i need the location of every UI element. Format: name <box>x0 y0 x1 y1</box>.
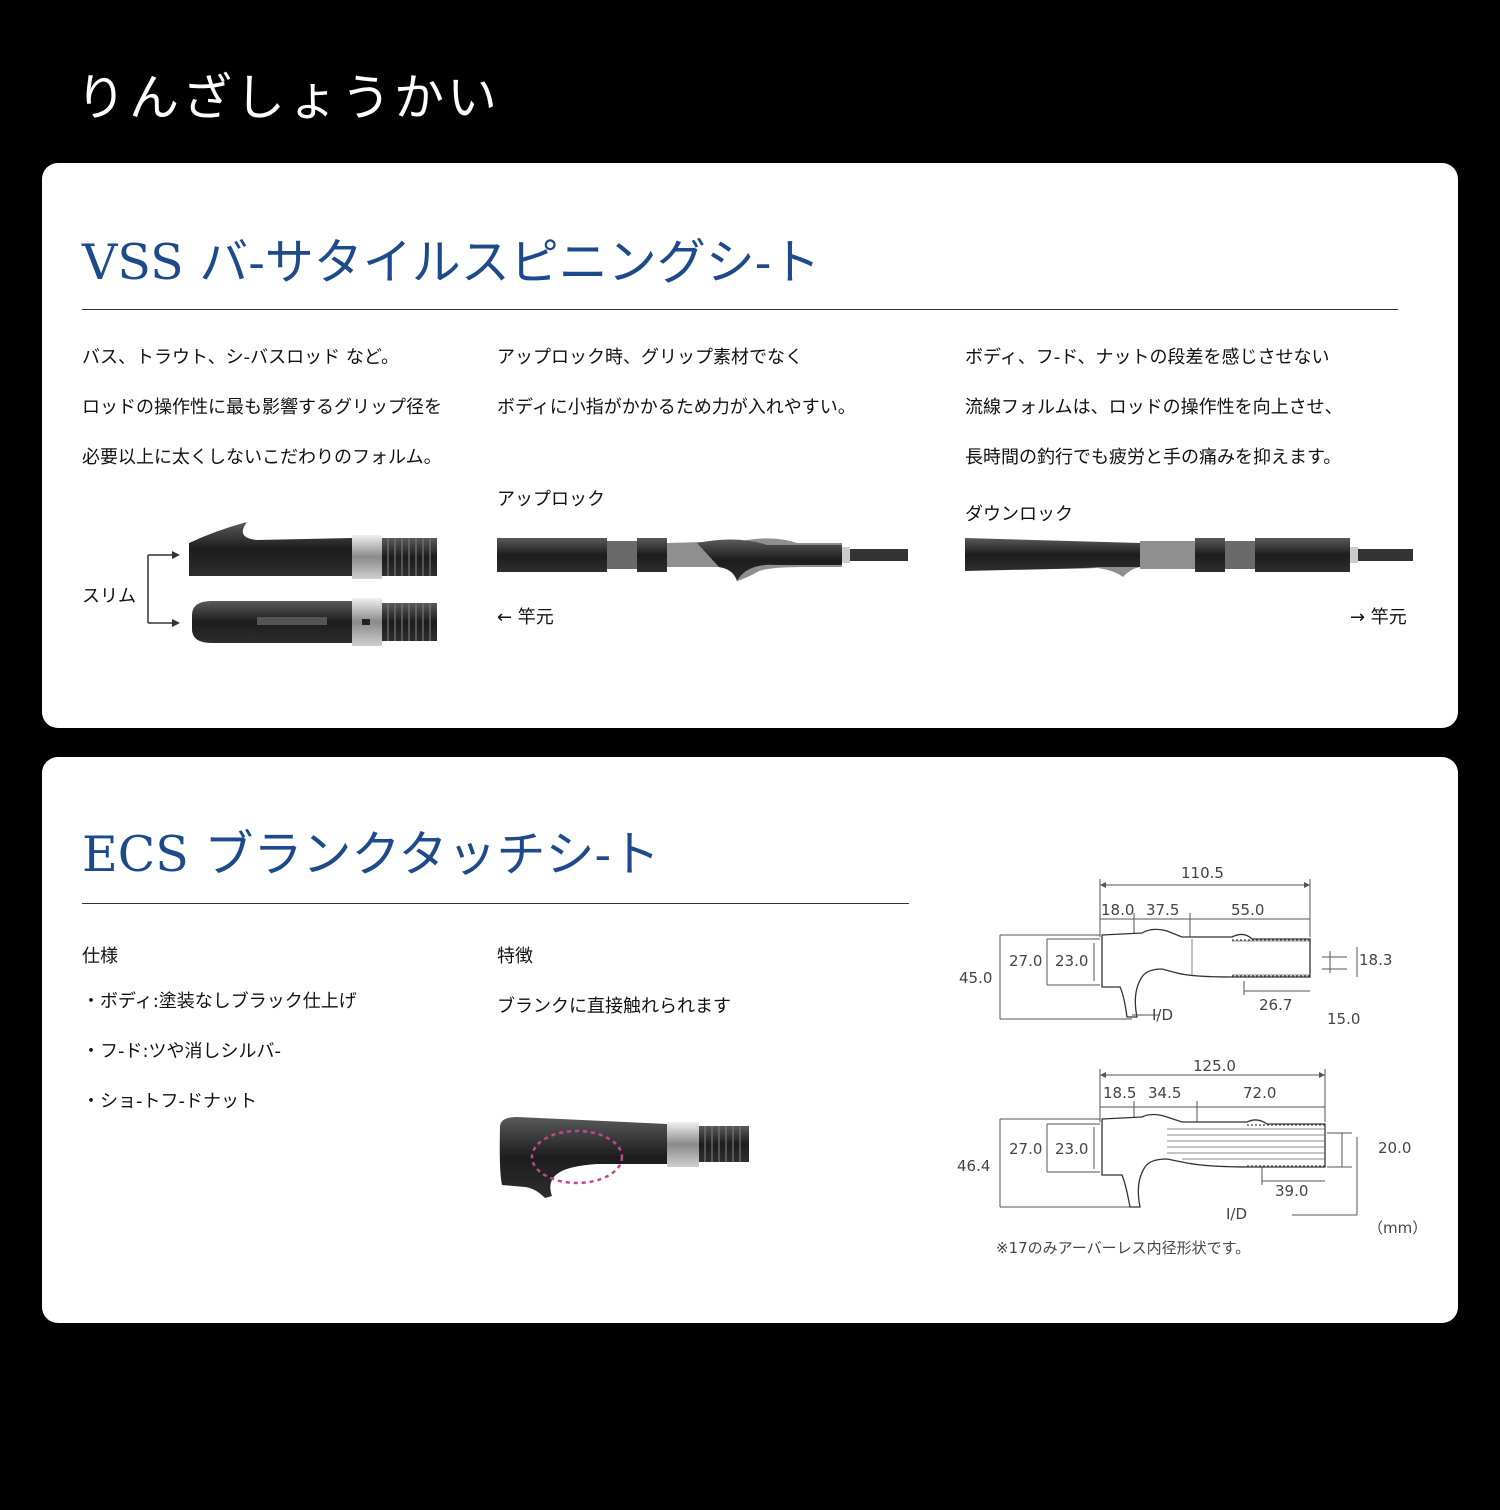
spec-list: ・ボディ:塗装なしブラック仕上げ・フ-ド:ツや消しシルバ-・ショ-トフ-ドナット <box>82 991 357 1112</box>
spec-heading: 仕様 <box>82 946 118 967</box>
d2-h-right: 20.0 <box>1378 1139 1412 1157</box>
diagram-note: ※17のみアーバーレス内径形状です。 <box>996 1239 1251 1257</box>
uplock-rod-image <box>497 538 908 581</box>
d2-h-outer: 46.4 <box>957 1157 991 1175</box>
unit-label: （mm） <box>1368 1219 1428 1237</box>
d1-total: 110.5 <box>1181 864 1224 882</box>
d2-d1: 18.5 <box>1103 1084 1137 1102</box>
d1-d1: 18.0 <box>1101 901 1135 919</box>
feature-heading: 特徴 <box>497 946 533 967</box>
ecs-card: ECS ブランクタッチシ-ト 仕様 ・ボディ:塗装なしブラック仕上げ・フ-ド:ツ… <box>42 757 1458 1323</box>
vss-col2-text: アップロック時、グリップ素材でなくボディに小指がかかるため力が入れやすい。 <box>497 347 856 418</box>
feature-text: ブランクに直接触れられます <box>497 996 731 1017</box>
d1-h-outer: 45.0 <box>959 969 993 987</box>
vss-card: VSS バ-サタイルスピニングシ-ト バス、トラウト、シ-バスロッド など。ロッ… <box>42 163 1458 728</box>
dimension-diagram-2 <box>999 1069 1358 1216</box>
downlock-rod-image <box>965 538 1413 577</box>
ecs-title: ECS ブランクタッチシ-ト <box>82 826 661 883</box>
d1-h2: 23.0 <box>1055 952 1089 970</box>
d1-h1: 27.0 <box>1009 952 1043 970</box>
slim-grip-top-image <box>189 522 437 579</box>
ecs-divider <box>82 903 909 904</box>
d1-h-right: 18.3 <box>1359 951 1393 969</box>
uplock-butt-label: ← 竿元 <box>497 607 554 628</box>
uplock-label: アップロック <box>497 489 605 510</box>
d2-d2: 34.5 <box>1148 1084 1182 1102</box>
d1-id-label: I/D <box>1152 1006 1174 1024</box>
brand-title: りんざしょうかい <box>76 69 500 127</box>
d2-h1: 27.0 <box>1009 1140 1043 1158</box>
d1-d2: 37.5 <box>1146 901 1180 919</box>
vss-divider <box>82 309 1398 310</box>
downlock-label: ダウンロック <box>965 504 1073 525</box>
d2-h2: 23.0 <box>1055 1140 1089 1158</box>
d1-bottom: 26.7 <box>1259 996 1293 1014</box>
d2-id-label: I/D <box>1226 1205 1248 1223</box>
d2-d3: 72.0 <box>1243 1084 1277 1102</box>
vss-col1-text: バス、トラウト、シ-バスロッド など。ロッドの操作性に最も影響するグリップ径を必… <box>82 347 442 468</box>
d2-total: 125.0 <box>1193 1057 1236 1075</box>
slim-label: スリム <box>82 586 136 607</box>
slim-bracket-icon <box>147 551 180 627</box>
d2-bottom: 39.0 <box>1275 1182 1309 1200</box>
vss-col3-text: ボディ、フ-ド、ナットの段差を感じさせない流線フォルムは、ロッドの操作性を向上さ… <box>965 347 1343 468</box>
d1-d3: 55.0 <box>1231 901 1265 919</box>
slim-grip-bottom-image <box>192 598 437 646</box>
ecs-seat-image <box>499 1117 749 1198</box>
d1-right-bottom: 15.0 <box>1327 1010 1361 1028</box>
vss-title: VSS バ-サタイルスピニングシ-ト <box>82 234 821 291</box>
downlock-butt-label: → 竿元 <box>1350 607 1407 628</box>
dimension-diagram-1 <box>999 879 1358 1020</box>
